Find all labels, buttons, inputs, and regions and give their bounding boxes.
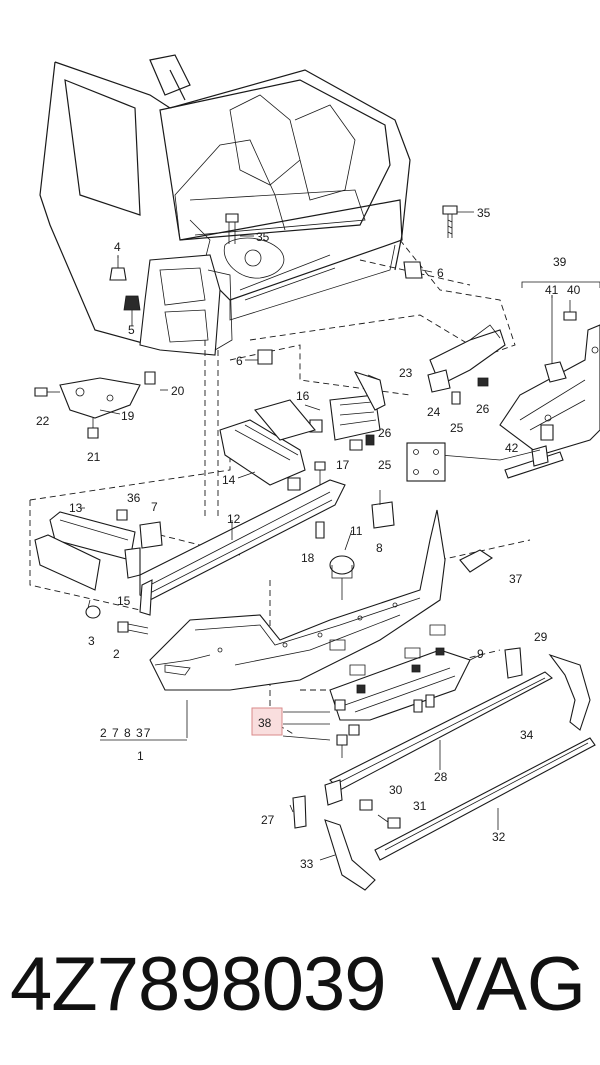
callout-38: 38	[258, 716, 272, 730]
bracket-19	[34, 371, 156, 439]
reinforcement-bar-12	[139, 479, 346, 616]
callout: 12	[227, 512, 241, 526]
screw-17	[314, 461, 326, 485]
callout: 27	[261, 813, 275, 827]
callout: 8	[376, 541, 383, 555]
callout: 21	[87, 450, 101, 464]
callout: 34	[520, 728, 534, 742]
guide-13	[49, 511, 136, 561]
callout: 2 7 8 37	[100, 726, 151, 740]
callout: 5	[128, 323, 135, 337]
fastener-31	[377, 814, 401, 829]
bumper-cover-1	[149, 509, 446, 738]
bracket-34	[548, 653, 591, 731]
callout: 7	[151, 500, 158, 514]
callout: 35	[477, 206, 491, 220]
callout: 32	[492, 830, 506, 844]
clip-4	[109, 256, 127, 281]
bracket-29	[504, 647, 523, 679]
bracket-33	[324, 819, 376, 891]
absorber-14	[219, 399, 316, 491]
callout: 6	[437, 266, 444, 280]
callout: 25	[378, 458, 392, 472]
callout: 14	[222, 473, 236, 487]
clips-38	[282, 711, 360, 758]
guide-15	[34, 509, 163, 591]
callout: 29	[534, 630, 548, 644]
tow-bracket-39	[439, 281, 600, 479]
mounting-plate	[406, 442, 446, 482]
nut-6-right	[403, 261, 433, 279]
callout: 20	[171, 384, 185, 398]
callout: 40	[567, 283, 581, 297]
callout: 42	[505, 441, 519, 455]
lower-grille-9	[329, 624, 471, 721]
brand-name: VAG	[431, 942, 586, 1027]
screw-35-top-right	[442, 205, 474, 238]
callout: 13	[69, 501, 83, 515]
car-body	[39, 54, 411, 356]
callout: 15	[117, 594, 131, 608]
callout: 11	[350, 524, 363, 538]
trim-strip-28	[324, 671, 553, 806]
callout: 18	[301, 551, 315, 565]
callout: 37	[509, 572, 523, 586]
footer: 4Z7898039 VAG	[0, 935, 600, 1045]
callout: 16	[296, 389, 310, 403]
callout: 9	[477, 647, 484, 661]
clip-5	[123, 295, 141, 322]
callout: 4	[114, 240, 121, 254]
callout: 17	[336, 458, 350, 472]
crash-box-16	[309, 371, 386, 451]
clip-27	[292, 795, 307, 829]
callout: 35	[256, 230, 270, 244]
callout: 25	[450, 421, 464, 435]
leader-lines	[80, 255, 553, 861]
clip-37	[459, 549, 494, 573]
callout: 3	[88, 634, 95, 648]
highlight-box	[251, 707, 283, 736]
exploded-parts-diagram: 38 35 35 4 5 6 6 39 41 40 20 22 19 21 16…	[29, 54, 600, 891]
callout: 31	[413, 799, 427, 813]
callout: 39	[553, 255, 567, 269]
bolt-2	[117, 621, 149, 635]
callout: 23	[399, 366, 413, 380]
callout: 36	[127, 491, 141, 505]
callout: 30	[389, 783, 403, 797]
callout: 26	[476, 402, 490, 416]
callout: 41	[545, 283, 559, 297]
sensor-11	[329, 555, 355, 600]
callout: 33	[300, 857, 314, 871]
fastener-30	[359, 799, 373, 811]
nut-6-left	[245, 349, 273, 365]
callout: 24	[427, 405, 441, 419]
clip-18	[315, 521, 325, 539]
bracket-24	[427, 324, 506, 405]
bracket-8	[371, 490, 395, 529]
part-number: 4Z7898039	[10, 942, 387, 1027]
screw-35-left	[225, 213, 254, 244]
trim-strip-32	[374, 737, 596, 861]
callout: 6	[236, 354, 243, 368]
callout: 1	[137, 749, 144, 763]
callout: 26	[378, 426, 392, 440]
callout: 19	[121, 409, 135, 423]
callout: 22	[36, 414, 50, 428]
washer-3	[85, 605, 101, 619]
callout: 28	[434, 770, 448, 784]
callout: 2	[113, 647, 120, 661]
callout-labels: 35 35 4 5 6 6 39 41 40 20 22 19 21 16 23…	[36, 206, 581, 871]
